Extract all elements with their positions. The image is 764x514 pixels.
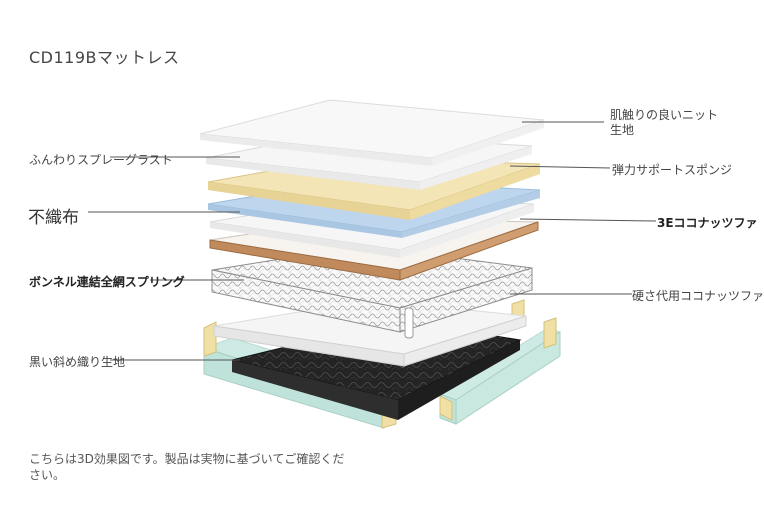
label-hard-coconut: 硬さ代用ココナッツファ	[632, 289, 764, 303]
label-coconut-3e: 3Eココナッツファ	[657, 216, 758, 230]
label-nonwoven: 不織布	[28, 208, 79, 228]
label-spray-glass: ふんわりスプレーグラスト	[29, 153, 173, 167]
label-black-fabric: 黒い斜め織り生地	[29, 355, 126, 369]
label-sponge: 弾力サポートスポンジ	[612, 163, 733, 177]
label-bonnell: ボンネル連結全網スプリング	[29, 275, 185, 289]
disclaimer-note: こちらは3D効果図です。製品は実物に基づいてご確認ください。	[29, 452, 345, 482]
knit-top-layer	[199, 99, 545, 166]
leader-lines	[88, 121, 657, 361]
page-title: CD119Bマットレス	[29, 48, 180, 67]
label-knit: 肌触りの良いニット生地	[610, 108, 719, 137]
